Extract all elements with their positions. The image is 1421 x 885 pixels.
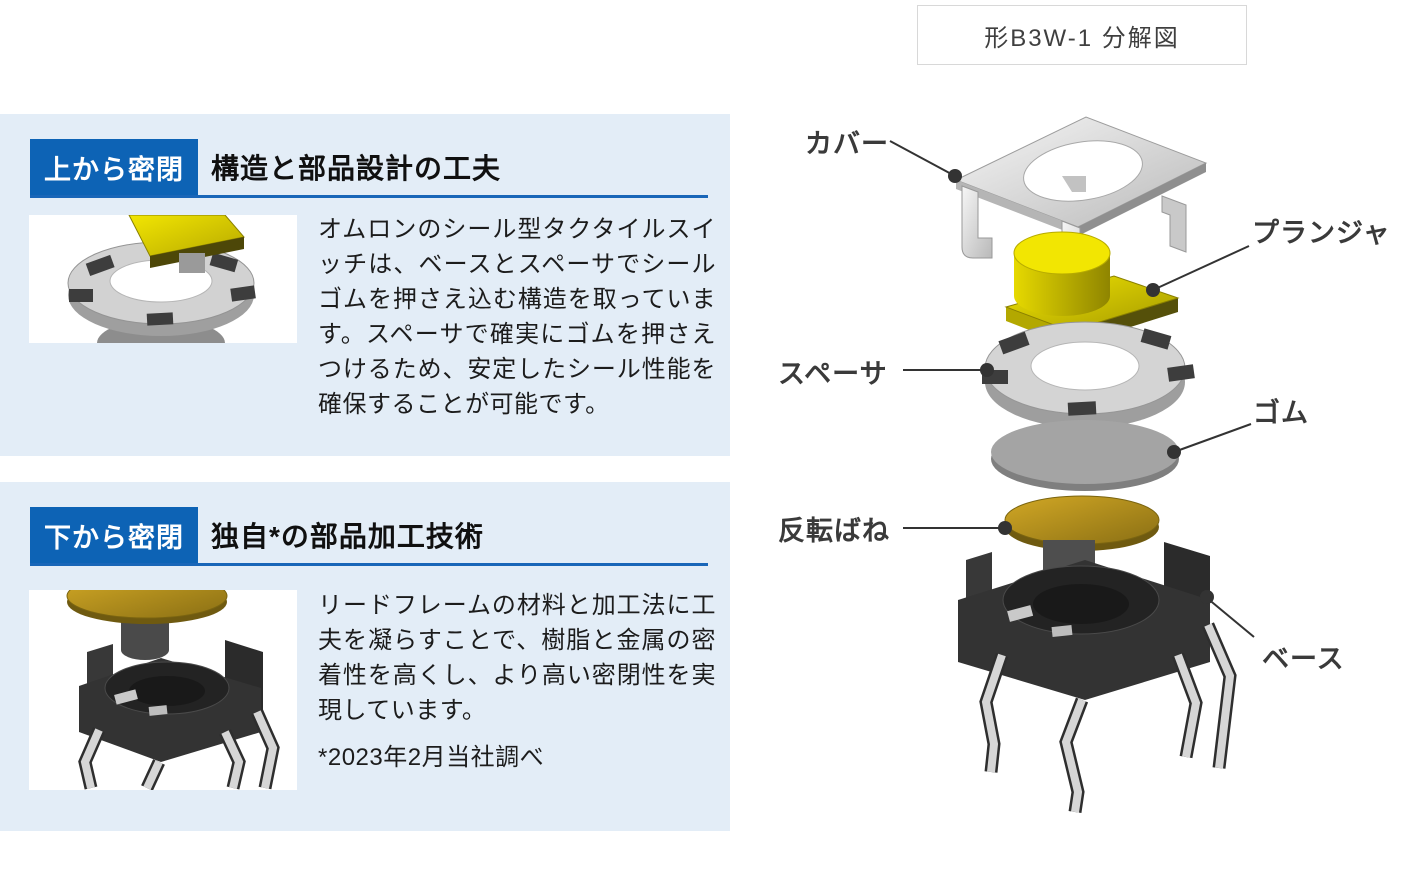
heading-structure-design: 構造と部品設計の工夫 <box>211 153 502 184</box>
leader-lines <box>889 140 1255 638</box>
body-proprietary-processing: リードフレームの材料と加工法に工夫を凝らすことで、樹脂と金属の密着性を高くし、よ… <box>318 592 716 724</box>
footnote-survey-date: *2023年2月当社調べ <box>318 744 545 771</box>
part-label-spacer: スペーサ <box>778 359 888 389</box>
panel-sealed-from-bottom: 下から密閉 独自*の部品加工技術 <box>0 482 730 831</box>
body-structure-design: オムロンのシール型タクタイルスイッチは、ベースとスペーサでシールゴムを押さえ込む… <box>318 216 716 418</box>
badge-sealed-from-top: 上から密閉 <box>30 139 198 195</box>
rubber-part <box>991 420 1179 491</box>
image-plunger-spacer-render <box>29 215 297 343</box>
part-label-base: ベース <box>1262 644 1345 674</box>
part-label-rubber: ゴム <box>1253 398 1309 428</box>
image-base-spring-render <box>29 590 297 790</box>
badge-sealed-from-bottom: 下から密閉 <box>30 507 198 563</box>
panel-bottom-header: 下から密閉 独自*の部品加工技術 <box>30 507 708 566</box>
diagram-title: 形B3W-1 分解図 <box>917 5 1247 65</box>
part-label-plunger: プランジャ <box>1252 218 1391 248</box>
base-part <box>958 540 1237 813</box>
reversal-spring-part <box>1004 495 1160 551</box>
part-label-spring: 反転ばね <box>778 516 890 546</box>
panel-top-header: 上から密閉 構造と部品設計の工夫 <box>30 139 708 198</box>
heading-proprietary-processing: 独自*の部品加工技術 <box>211 521 484 552</box>
part-label-cover: カバー <box>805 129 889 159</box>
panel-sealed-from-top: 上から密閉 構造と部品設計の工夫 オムロ <box>0 114 730 456</box>
base-spring-illustration <box>29 590 297 790</box>
plunger-spacer-illustration <box>29 215 297 343</box>
spacer-part <box>982 321 1195 428</box>
